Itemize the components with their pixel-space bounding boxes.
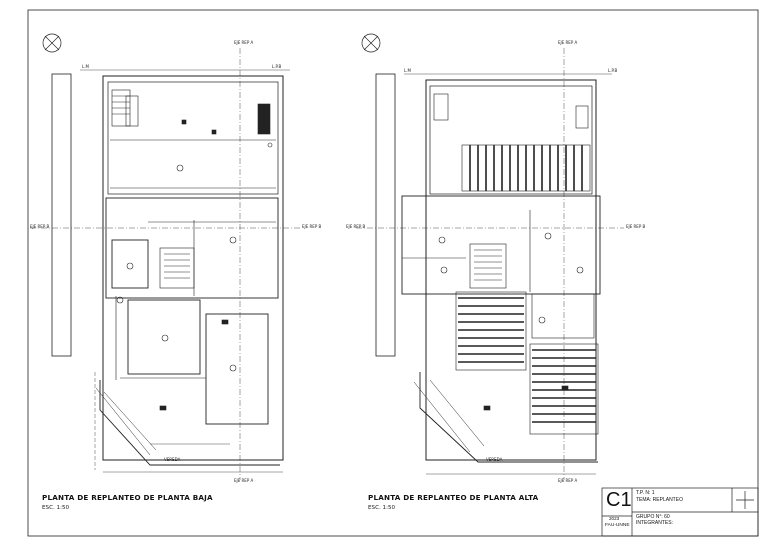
axis-label-left-pb: EJE REP B: [30, 224, 50, 229]
hatched-deck-bottom: [455, 291, 599, 435]
street-label-pb: VEREDA: [164, 457, 181, 462]
sheet-group: GRUPO N°: 60: [636, 514, 670, 520]
north-arrow-icon: [736, 491, 754, 509]
axis-label-bottom-pb: EJE REP A: [234, 478, 254, 483]
line-lp-pa: L.P.B: [608, 68, 618, 73]
sheet-integrants: INTEGRANTES:: [636, 520, 673, 526]
street-label-pa: VEREDA: [486, 457, 503, 462]
line-lp-pb: L.P.B: [272, 64, 282, 69]
axis-label-bottom-pa: EJE REP A: [558, 478, 578, 483]
sheet-year: 2023: [609, 516, 620, 521]
title-block: [601, 487, 759, 537]
axis-label-side-pb: EJE REP B: [302, 224, 322, 229]
axis-label-left-pa: EJE REP B: [346, 224, 366, 229]
sheet-tp: T.P. N: 1: [636, 490, 655, 496]
sheet-code: C1: [606, 489, 632, 511]
plan-planta-alta: [356, 33, 624, 480]
plan-planta-baja: [30, 33, 300, 480]
line-lm-pa: L.M: [404, 68, 411, 73]
plan-scale-planta-baja: ESC. 1:50: [42, 505, 70, 511]
plan-title-planta-baja: PLANTA DE REPLANTEO DE PLANTA BAJA: [42, 493, 213, 502]
plan-title-planta-alta: PLANTA DE REPLANTEO DE PLANTA ALTA: [368, 493, 539, 502]
axis-label-top-pb: EJE REP A: [234, 40, 254, 45]
sheet-institution: FAU-UNNE: [605, 523, 630, 528]
north-arrow-icon: [42, 33, 62, 53]
line-lm-pb: L.M: [82, 64, 89, 69]
plan-scale-planta-alta: ESC. 1:50: [368, 505, 396, 511]
axis-label-side-pa: EJE REP B: [626, 224, 646, 229]
sheet-theme: TEMA: REPLANTEO: [636, 497, 683, 503]
hatched-deck-top: [461, 144, 591, 192]
sheet-border: [27, 9, 759, 537]
north-arrow-icon: [361, 33, 381, 53]
axis-label-top-pa: EJE REP A: [558, 40, 578, 45]
